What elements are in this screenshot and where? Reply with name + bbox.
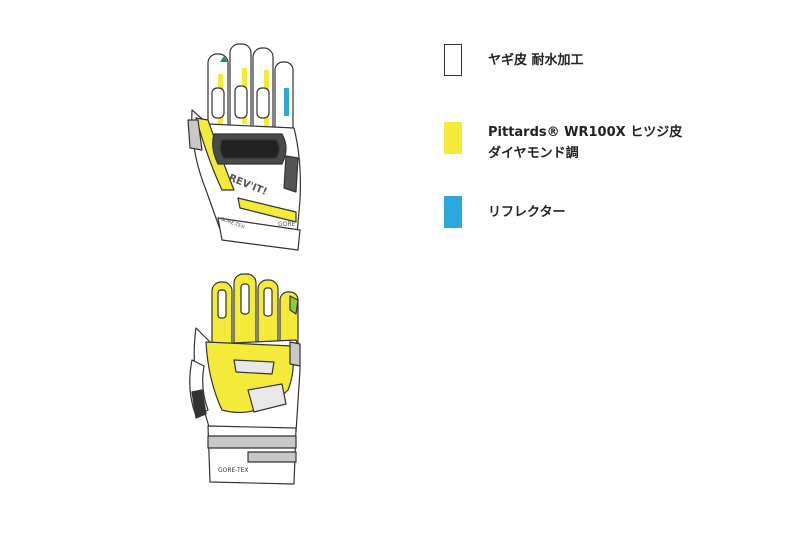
palm-slider	[233, 359, 275, 375]
reflector-stripe	[284, 88, 289, 116]
legend-swatch-blue	[444, 196, 462, 228]
legend-item-pittards: Pittards® WR100X ヒツジ皮 ダイヤモンド調	[444, 122, 774, 161]
cuff-strap	[207, 435, 297, 449]
glove-palm-illustration: GORE-TEX	[189, 273, 301, 485]
cuff-strap	[247, 451, 297, 463]
material-legend: ヤギ皮 耐水加工 Pittards® WR100X ヒツジ皮 ダイヤモンド調 リ…	[444, 44, 774, 228]
glove-back-illustration: REV'IT! GORE-TEX GORE	[187, 43, 301, 251]
legend-label: リフレクター	[488, 205, 566, 220]
legend-label: Pittards® WR100X ヒツジ皮 ダイヤモンド調	[488, 125, 683, 161]
side-panel	[283, 155, 299, 193]
knuckle-insert	[211, 87, 225, 119]
legend-item-goat-leather: ヤギ皮 耐水加工	[444, 44, 774, 78]
legend-swatch-yellow	[444, 122, 462, 154]
palm-label-text: GORE-TEX	[218, 467, 249, 474]
legend-item-reflector: リフレクター	[444, 196, 774, 230]
knuckle-armour-inner	[219, 139, 280, 159]
palm-slider	[247, 383, 287, 413]
yellow-panel	[237, 197, 297, 223]
glove-logo-text: GORE	[278, 221, 296, 228]
finger-accent	[289, 295, 299, 315]
knuckle-insert	[234, 85, 248, 119]
glove-cuff	[217, 217, 301, 251]
knuckle-insert	[256, 87, 270, 119]
finger-panel	[263, 287, 273, 317]
legend-label: ヤギ皮 耐水加工	[488, 53, 584, 68]
side-panel	[187, 119, 203, 151]
side-accent	[289, 341, 301, 367]
thumb-slider	[191, 389, 207, 419]
finger-panel	[217, 289, 227, 319]
legend-swatch-white	[444, 44, 462, 76]
finger-panel	[240, 283, 250, 315]
fingertip-logo	[220, 56, 228, 62]
